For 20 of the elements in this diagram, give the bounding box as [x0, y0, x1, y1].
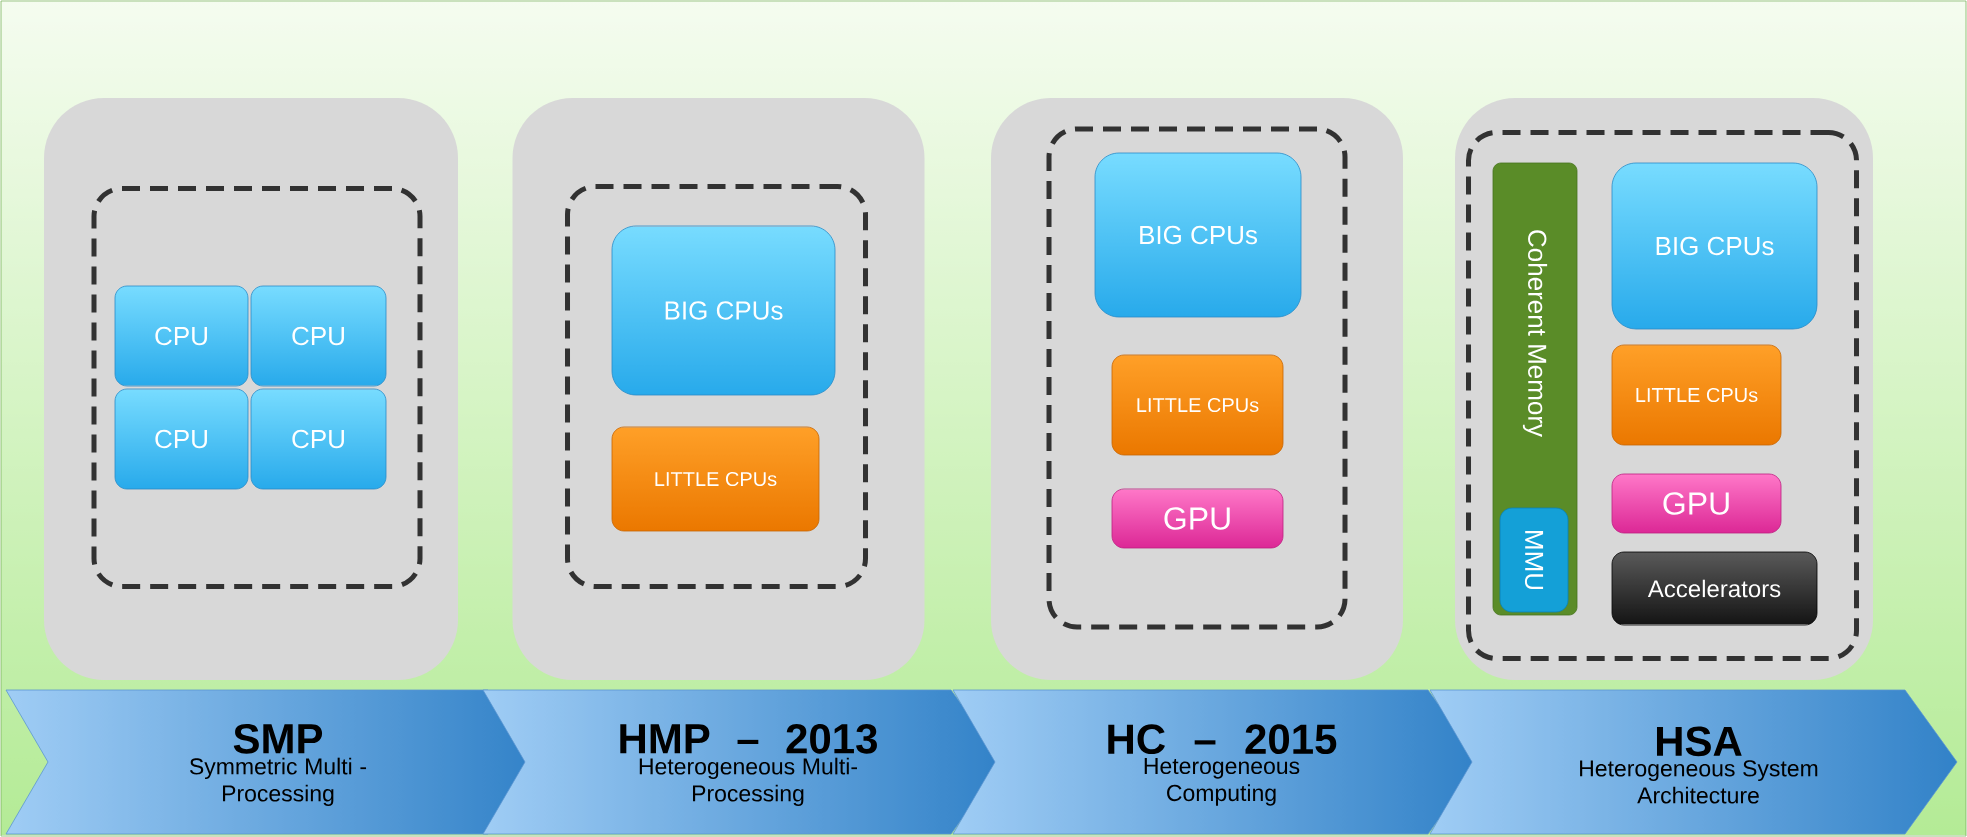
cpu-box: CPU	[114, 285, 249, 387]
chevron-banner: HSA Heterogeneous System Architecture	[1429, 689, 1958, 835]
dashed-group-box	[91, 186, 423, 589]
gpu-box: GPU	[1111, 488, 1284, 549]
cpu-box: CPU	[114, 388, 249, 490]
chevron-banner: HC – 2015 Heterogeneous Computing	[952, 689, 1481, 835]
cpu-box: BIG CPUs	[1611, 162, 1818, 330]
cpu-box: CPU	[250, 388, 387, 490]
cpu-box: BIG CPUs	[611, 225, 836, 396]
accelerator-box: Accelerators	[1611, 551, 1818, 626]
cpu-box: BIG CPUs	[1094, 152, 1302, 318]
dashed-group-box	[1046, 126, 1348, 630]
cpu-box: LITTLE CPUs	[1611, 344, 1782, 446]
cpu-box: LITTLE CPUs	[1111, 354, 1284, 456]
chevron-banner: HMP – 2013 Heterogeneous Multi- Processing	[482, 689, 1004, 835]
cpu-box: CPU	[250, 285, 387, 387]
mmu-box: MMU	[1499, 507, 1569, 613]
gpu-box: GPU	[1611, 473, 1782, 534]
cpu-box: LITTLE CPUs	[611, 426, 820, 532]
dashed-group-box	[565, 184, 868, 589]
